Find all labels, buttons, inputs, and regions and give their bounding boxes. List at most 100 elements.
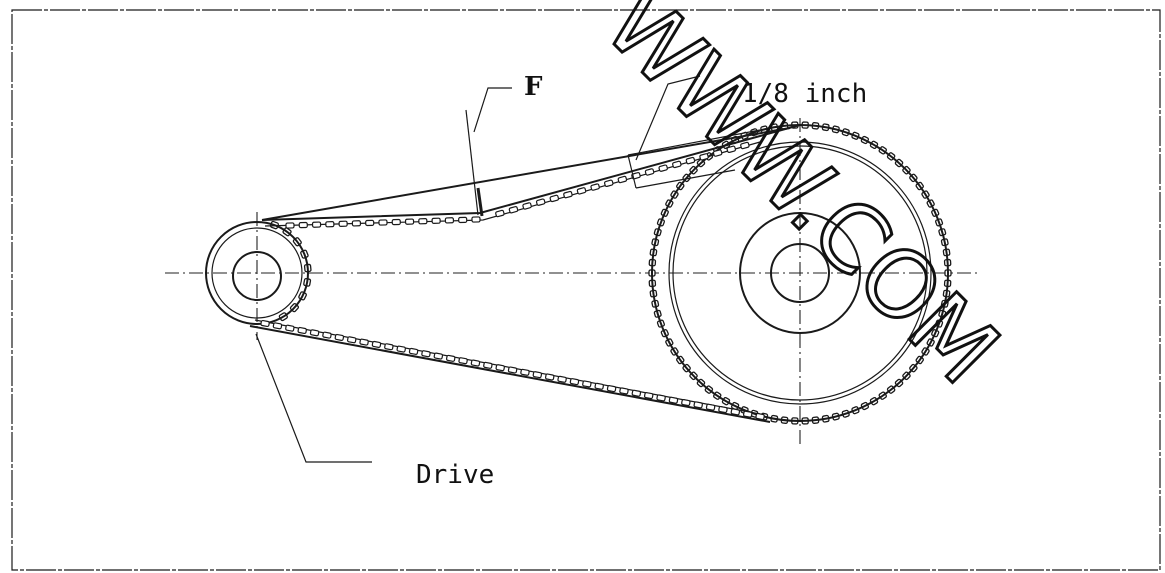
belt-tooth-upper [740, 141, 750, 150]
belt-upper-span-outer [261, 124, 801, 221]
belt-tooth-lower [557, 375, 567, 383]
belt-tooth-lower [569, 378, 580, 386]
belt-tooth-upper [535, 198, 546, 206]
belt-tooth-upper [576, 187, 587, 195]
belt-tooth-upper [672, 160, 682, 169]
belt-tooth-upper [311, 221, 322, 228]
belt-tooth-upper [685, 156, 696, 165]
large-pulley-hub [739, 212, 861, 334]
belt-tooth-lower [309, 329, 320, 337]
frame-border [11, 9, 1161, 571]
small-pulley [205, 220, 312, 325]
belt-tooth-lower [582, 380, 592, 388]
large-pulley-face [672, 145, 928, 401]
belt-tooth-upper [644, 168, 655, 176]
belt-tooth-upper [658, 164, 668, 172]
belt-tooth-lower [681, 399, 691, 407]
belt-tooth-lower [520, 368, 530, 376]
belt-tooth-lower [470, 359, 481, 367]
belt-tooth-lower [755, 412, 765, 421]
belt-tooth-lower [297, 326, 307, 335]
small-pulley-teeth [269, 220, 312, 322]
force-vertical-line [465, 109, 479, 216]
small-pulley-hub [232, 251, 282, 301]
belt-tooth-upper [471, 216, 481, 223]
belt-tooth-lower [544, 373, 555, 381]
deflection-gauge-bottom [635, 169, 736, 189]
belt-tooth-lower [384, 343, 394, 351]
belt-tooth-lower [272, 322, 283, 330]
belt-tooth-upper [699, 153, 709, 161]
belt-tooth-lower [730, 408, 741, 416]
force-label: F [524, 72, 543, 102]
drive-label: Drive [416, 460, 494, 490]
belt-tooth-lower [396, 345, 406, 353]
belt-tooth-lower [631, 389, 642, 397]
belt-tooth-lower [705, 403, 716, 411]
belt-tooth-upper [458, 216, 468, 224]
belt-tooth-lower [495, 364, 505, 372]
belt-tooth-lower [643, 392, 654, 400]
belt-tooth-upper [712, 149, 723, 157]
belt-tooth-lower [594, 382, 604, 390]
watermark-text: WWW.COM [584, 0, 1019, 405]
belt-tooth-upper [325, 221, 335, 228]
small-pulley-outer [205, 221, 309, 325]
timing-belt [249, 124, 801, 423]
belt-tooth-upper [338, 220, 348, 227]
belt-tooth-upper [298, 221, 308, 229]
belt-tooth-lower [322, 331, 332, 339]
belt-tooth-lower [483, 361, 493, 369]
deflection-label: 1/8 inch [742, 79, 867, 109]
belt-tooth-upper [549, 194, 560, 203]
belt-tooth-lower [718, 405, 728, 414]
belt-tooth-lower [668, 396, 679, 404]
belt-teeth [260, 141, 765, 421]
belt-tooth-upper [617, 175, 628, 184]
center-lines [165, 118, 980, 445]
belt-tooth-upper [404, 218, 415, 225]
belt-lower-span-outer [249, 325, 771, 423]
belt-tooth-upper [508, 206, 519, 214]
belt-tooth-upper [365, 219, 375, 227]
belt-tooth-lower [346, 336, 357, 344]
large-pulley-rim [668, 141, 932, 405]
belt-tooth-upper [590, 183, 600, 191]
belt-tooth-lower [532, 371, 543, 379]
force-leader-line [473, 87, 512, 133]
belt-tooth-upper [285, 222, 295, 229]
belt-tooth-upper [444, 217, 455, 224]
deflection-leader-line [635, 75, 701, 161]
belt-tooth-upper [431, 217, 441, 224]
belt-tooth-upper [351, 220, 362, 227]
deflection-gauge-top [627, 129, 761, 156]
large-pulley-bore [770, 243, 830, 303]
force-push-rod [476, 187, 484, 217]
belt-tooth-lower [606, 385, 617, 393]
drive-leader-line [255, 333, 372, 463]
belt-tooth-upper [391, 218, 401, 226]
belt-upper-span-inner [264, 141, 761, 227]
undeflected-reference-line [261, 127, 791, 221]
belt-tooth-lower [693, 401, 703, 409]
belt-tooth-lower [260, 319, 270, 328]
deflection-gauge-end [627, 154, 637, 189]
belt-tooth-lower [619, 387, 629, 395]
belt-tooth-upper [522, 202, 532, 210]
belt-tooth-lower [656, 394, 666, 402]
belt-tooth-lower [433, 352, 444, 360]
belt-tooth-lower [285, 324, 295, 332]
belt-tooth-lower [458, 357, 468, 365]
deflection-gauge [627, 129, 761, 189]
belt-tooth-lower [408, 347, 419, 355]
belt-tooth-lower [742, 410, 753, 418]
belt-tooth-upper [418, 218, 428, 225]
belt-tooth-upper [563, 190, 573, 199]
belt-tooth-upper [495, 209, 505, 218]
belt-tooth-lower [334, 333, 345, 342]
small-pulley-rim [211, 227, 303, 319]
belt-tooth-upper [726, 145, 737, 154]
belt-tooth-upper [603, 179, 614, 188]
